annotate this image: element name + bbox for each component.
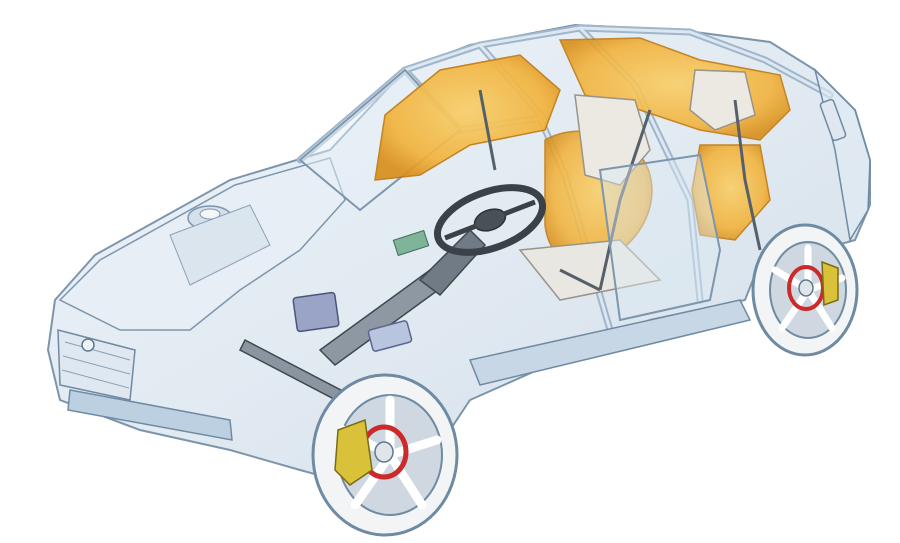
- front-wheel: [311, 373, 459, 537]
- side-airbag-rear-door: [691, 144, 771, 241]
- seat-belts: [478, 89, 762, 292]
- front-seat: [518, 94, 662, 301]
- steering-wheel: [433, 184, 547, 256]
- rear-light: [819, 98, 847, 142]
- strut-tower: [169, 204, 271, 286]
- curtain-airbag-front: [374, 54, 561, 181]
- steering-column: [318, 228, 487, 366]
- side-sill: [468, 299, 752, 386]
- rear-door-frame: [598, 153, 722, 322]
- control-unit-box: [292, 291, 340, 333]
- rear-wheel: [751, 223, 859, 357]
- rear-seat: [689, 69, 756, 131]
- front-brake-caliper: [334, 418, 373, 486]
- front-bumper-beam: [67, 389, 233, 441]
- dashboard-panel: [392, 229, 430, 257]
- electronic-module: [367, 320, 413, 352]
- front-grille: [57, 329, 136, 401]
- rear-brake-caliper: [821, 260, 839, 307]
